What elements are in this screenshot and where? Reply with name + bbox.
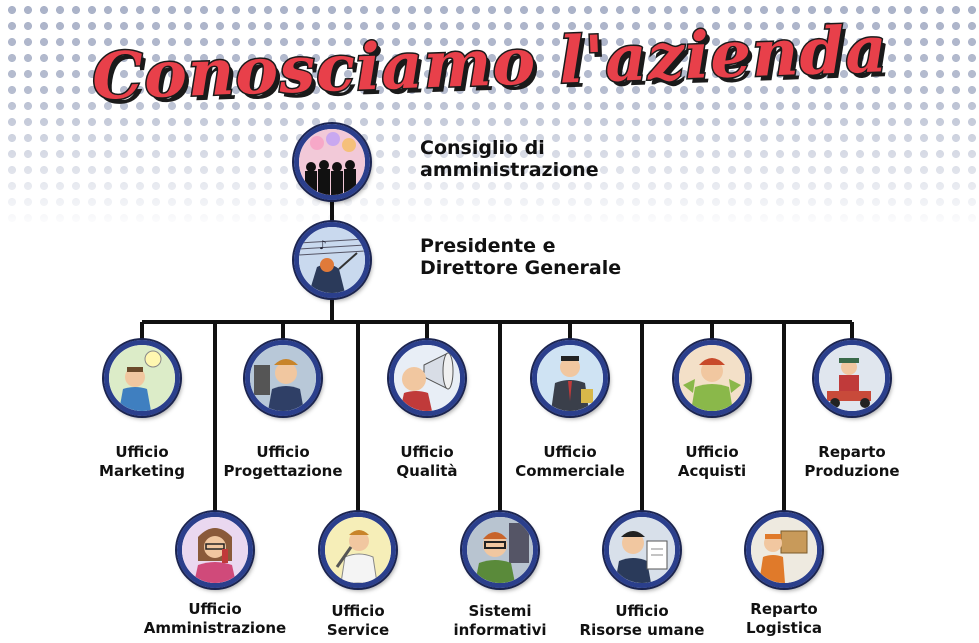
service-technician-icon — [320, 512, 396, 588]
marketing-icon — [104, 340, 180, 416]
human-resources-icon — [604, 512, 680, 588]
quality-megaphone-icon — [389, 340, 465, 416]
svg-text:♪: ♪ — [319, 238, 327, 252]
salesman-icon — [532, 340, 608, 416]
design-office-icon — [245, 340, 321, 416]
purchasing-icon — [674, 340, 750, 416]
board-members-icon — [294, 124, 370, 200]
it-systems-icon — [462, 512, 538, 588]
conductor-icon: ♪ — [294, 222, 370, 298]
logistics-icon — [746, 512, 822, 588]
production-icon — [814, 340, 890, 416]
administration-phone-icon — [177, 512, 253, 588]
halftone-background — [0, 0, 979, 230]
